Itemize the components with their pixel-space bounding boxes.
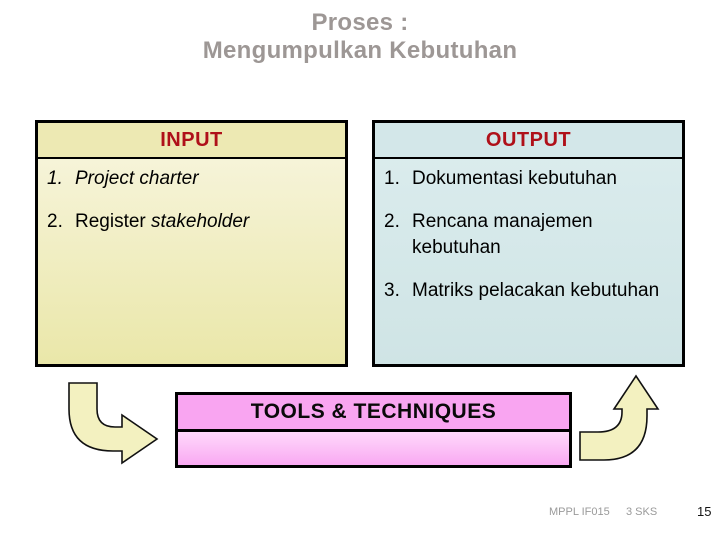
page-title-line1: Proses : [311,9,409,36]
tools-techniques-sub-box [175,432,572,468]
input-panel: INPUT 1.Project charter 2.Register stakeh… [35,120,348,367]
list-item: 2.Register stakeholder [47,211,250,232]
list-item: 2.Rencana manajemen kebutuhan [384,211,593,258]
output-panel-header: OUTPUT [375,123,682,159]
list-item: 1.Project charter [47,168,199,189]
tools-techniques-label: TOOLS & TECHNIQUES [250,400,497,423]
list-item: 3.Matriks pelacakan kebutuhan [384,280,660,301]
output-panel: OUTPUT 1.Dokumentasi kebutuhan 2.Rencana … [372,120,685,367]
footer-page-number: 15 [697,504,712,519]
page-title: Proses : Mengumpulkan Kebutuhan [0,9,720,65]
footer-credits: 3 SKS [626,506,658,518]
page-title-line2: Mengumpulkan Kebutuhan [202,37,518,64]
input-panel-header: INPUT [38,123,345,159]
footer-course-code: MPPL IF015 [549,506,610,518]
output-panel-list: 1.Dokumentasi kebutuhan 2.Rencana manajem… [375,159,682,304]
tools-techniques-box: TOOLS & TECHNIQUES [175,392,572,432]
list-item: 1.Dokumentasi kebutuhan [384,168,617,189]
slide-footer: MPPL IF015 3 SKS 15 [0,503,720,523]
curved-down-right-arrow-icon [68,382,159,465]
curved-up-arrow-icon [579,374,660,461]
input-panel-list: 1.Project charter 2.Register stakeholder [38,159,345,235]
